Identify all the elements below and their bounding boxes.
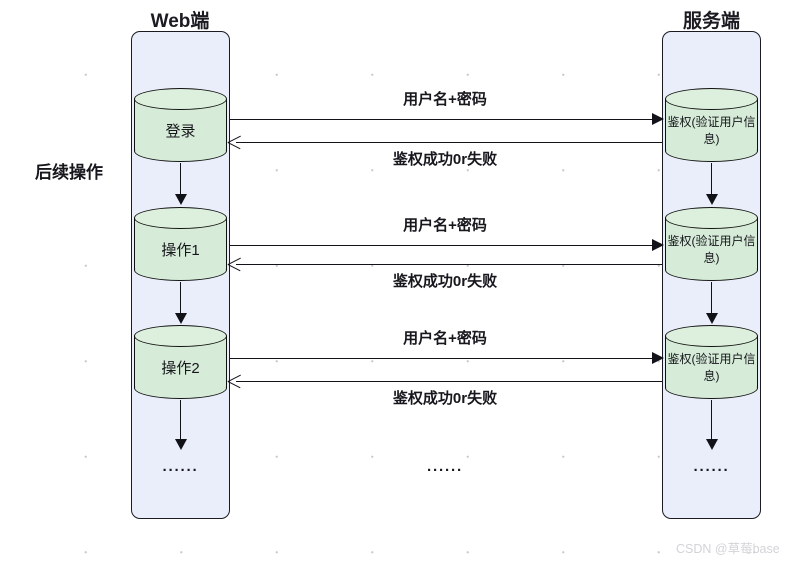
message-arrowhead-request-3 [652, 352, 664, 364]
cylinder-top [665, 325, 758, 347]
arrow-head [174, 194, 187, 205]
cylinder-top [134, 88, 227, 110]
cylinder-top [665, 207, 758, 229]
message-line-request-1 [230, 119, 655, 120]
step-node-operation-2[interactable]: 操作2 [134, 325, 227, 399]
flow-arrow-web-2 [174, 282, 187, 324]
ellipsis-web: ······ [162, 462, 199, 479]
watermark-csdn: CSDN @草莓base [676, 542, 780, 556]
side-note-subsequent-operations: 后续操作 [35, 163, 103, 182]
flow-arrow-server-2 [705, 282, 718, 324]
arrow-head [705, 439, 718, 450]
message-line-response-3 [236, 381, 662, 382]
arrow-head [705, 313, 718, 324]
arrow-head [174, 313, 187, 324]
step-node-label: 操作1 [161, 241, 200, 259]
arrow-head [174, 439, 187, 450]
message-label-response-3: 鉴权成功0r失败 [392, 390, 498, 407]
message-label-response-2: 鉴权成功0r失败 [392, 273, 498, 290]
message-line-request-3 [230, 358, 655, 359]
message-arrowhead-response-3 [228, 375, 241, 388]
auth-node-label: 鉴权(验证用户信息) [667, 352, 756, 383]
message-arrowhead-response-1 [228, 136, 241, 149]
step-node-login[interactable]: 登录 [134, 88, 227, 162]
ellipsis-middle: ······ [427, 462, 463, 479]
flow-arrow-web-3 [174, 400, 187, 450]
arrow-stem [711, 282, 712, 315]
auth-node-3[interactable]: 鉴权(验证用户信息) [665, 325, 758, 399]
auth-node-2[interactable]: 鉴权(验证用户信息) [665, 207, 758, 281]
ellipsis-server: ······ [693, 462, 730, 479]
lifeline-title-server: 服务端 [682, 11, 740, 32]
message-line-response-1 [236, 142, 662, 143]
message-label-response-1: 鉴权成功0r失败 [392, 151, 498, 168]
message-label-request-3: 用户名+密码 [403, 330, 487, 347]
arrow-stem [180, 163, 181, 196]
flow-arrow-web-1 [174, 163, 187, 205]
message-label-request-1: 用户名+密码 [403, 91, 487, 108]
cylinder-top [134, 207, 227, 229]
lifeline-title-web: Web端 [150, 11, 210, 32]
arrow-stem [711, 163, 712, 196]
cylinder-top [134, 325, 227, 347]
arrow-stem [180, 282, 181, 315]
step-node-label: 登录 [165, 122, 196, 140]
message-line-request-2 [230, 245, 655, 246]
arrow-stem [711, 400, 712, 441]
cylinder-top [665, 88, 758, 110]
message-arrowhead-response-2 [228, 258, 241, 271]
step-node-operation-1[interactable]: 操作1 [134, 207, 227, 281]
auth-node-1[interactable]: 鉴权(验证用户信息) [665, 88, 758, 162]
arrow-head [705, 194, 718, 205]
arrow-stem [180, 400, 181, 441]
flow-arrow-server-3 [705, 400, 718, 450]
message-arrowhead-request-2 [652, 239, 664, 251]
message-label-request-2: 用户名+密码 [403, 217, 487, 234]
step-node-label: 操作2 [161, 359, 200, 377]
message-line-response-2 [236, 264, 662, 265]
auth-node-label: 鉴权(验证用户信息) [667, 115, 756, 146]
auth-node-label: 鉴权(验证用户信息) [667, 234, 756, 265]
flow-arrow-server-1 [705, 163, 718, 205]
message-arrowhead-request-1 [652, 113, 664, 125]
